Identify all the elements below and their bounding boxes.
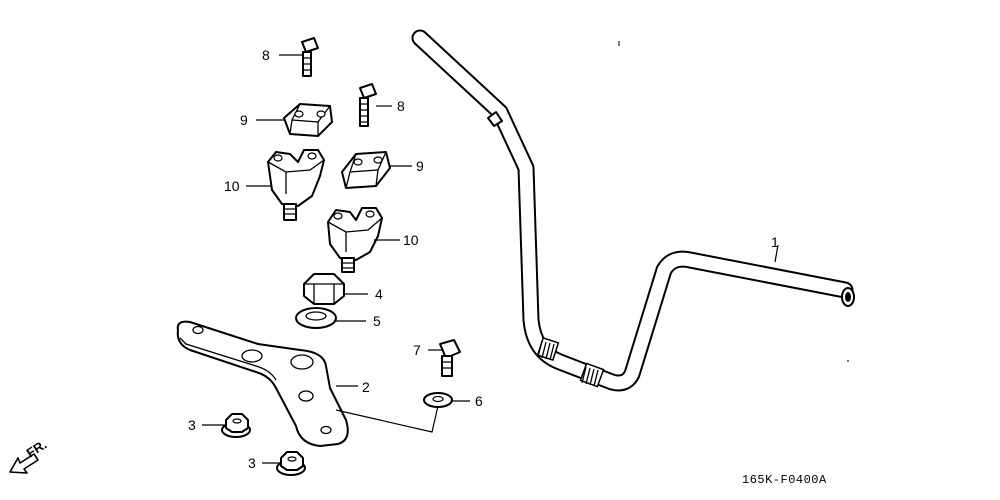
callout-2: 2 [362,379,370,395]
callout-9-left: 9 [240,112,248,128]
callout-9-right: 9 [416,158,424,174]
callout-4: 4 [375,286,383,302]
callout-8-lower: 8 [397,98,405,114]
callout-6: 6 [475,393,483,409]
bolt-part-7 [428,339,461,377]
lower-holder-part-10-left [246,149,325,221]
callout-7: 7 [413,342,421,358]
callout-10-right: 10 [403,232,419,248]
callout-3-upper: 3 [188,417,196,433]
upper-holder-part-9-left [256,103,333,137]
bolt-part-8-lower [359,83,392,127]
washer-part-6 [423,392,470,408]
flange-nut-part-3-lower [262,451,306,476]
upper-holder-part-9-right [341,151,412,189]
handlebar-part-1 [411,29,855,392]
front-arrow-icon [9,453,39,474]
callout-10-left: 10 [224,178,240,194]
callout-8-upper: 8 [262,47,270,63]
callout-1: 1 [771,234,779,250]
diagram-code: 165K-F0400A [742,473,827,487]
nut-part-4 [303,273,368,305]
flange-nut-part-3-upper [202,413,251,438]
knurl-left [536,337,560,361]
front-direction-indicator: FR. [9,437,50,474]
bracket-plate-part-2 [176,320,439,447]
knurl-right [579,362,605,388]
front-label: FR. [24,437,50,461]
callout-3-lower: 3 [248,455,256,471]
bolt-part-8-upper [279,37,319,77]
lower-holder-part-10-right [327,207,400,273]
washer-part-5 [295,307,366,329]
callout-5: 5 [373,313,381,329]
